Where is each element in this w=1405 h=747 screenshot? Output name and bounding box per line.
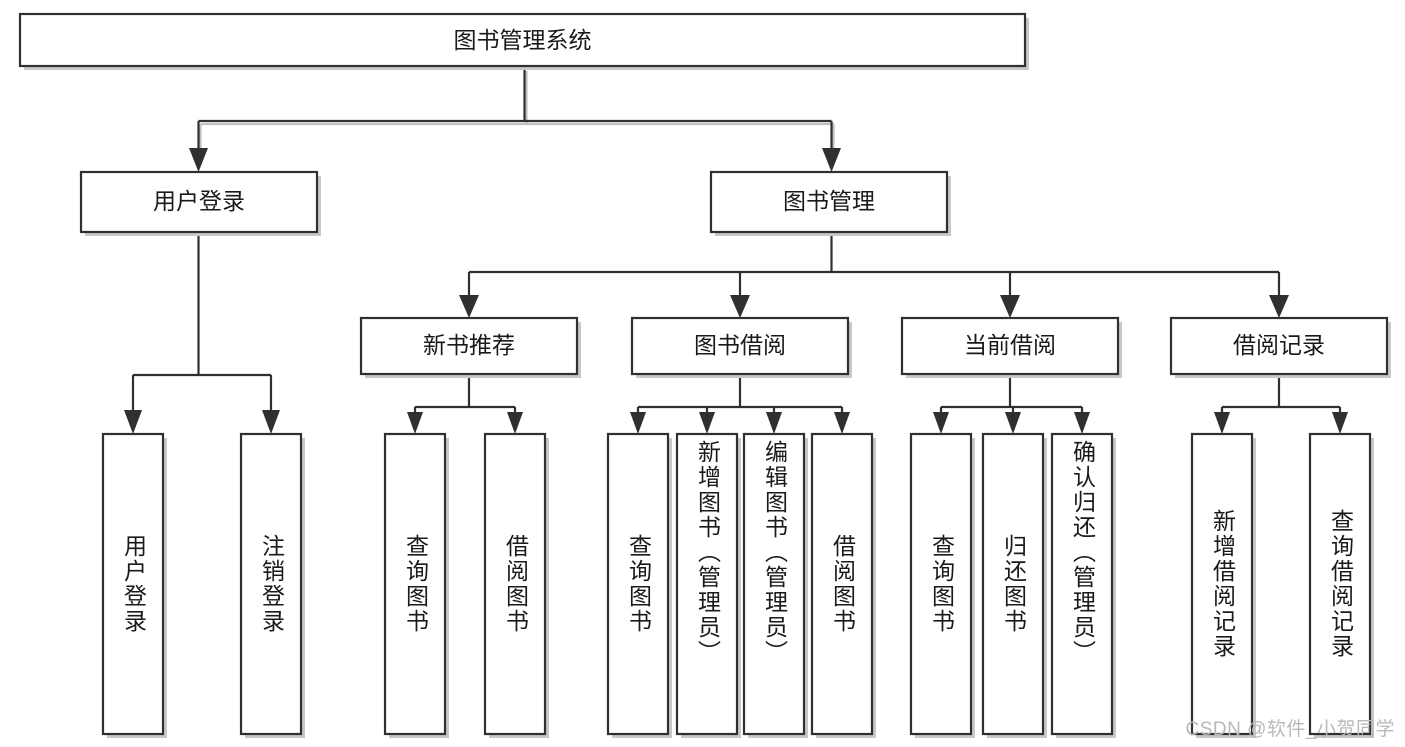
arrow-to-leaf-query-book-current — [933, 412, 949, 434]
connector-root-to-level2 — [189, 68, 841, 172]
arrow-to-new-book-recommend — [459, 295, 479, 318]
arrow-to-leaf-query-book-borrow — [630, 412, 646, 434]
leaf-return-book-box[interactable] — [981, 432, 1045, 736]
connector-bookborrow-to-leaves — [630, 374, 850, 434]
leaf-confirm-return-admin-box[interactable] — [1050, 432, 1114, 736]
arrow-to-leaf-logout — [262, 410, 280, 434]
leaf-query-book-current-box[interactable] — [909, 432, 973, 736]
node-book-management-label: 图书管理 — [783, 188, 875, 214]
csdn-watermark: CSDN @软件_小贺同学 — [1185, 719, 1395, 740]
leaf-query-book-borrow-box[interactable] — [606, 432, 670, 736]
node-borrow-record-box[interactable] — [1169, 316, 1389, 376]
leaf-query-book-recommend-box[interactable] — [383, 432, 447, 736]
connector-currentborrow-to-leaves — [933, 374, 1090, 434]
leaf-borrow-book-recommend-box[interactable] — [483, 432, 547, 736]
arrow-to-book-management — [822, 148, 841, 172]
leaf-borrow-book-box[interactable] — [810, 432, 874, 736]
leaf-logout-box[interactable] — [239, 432, 303, 736]
arrow-to-leaf-edit-book-admin — [766, 412, 782, 434]
arrow-to-borrow-record — [1269, 295, 1289, 318]
node-current-borrow[interactable]: 当前借阅 — [900, 316, 1122, 378]
arrow-to-current-borrow — [1000, 295, 1020, 318]
node-user-login-label: 用户登录 — [153, 188, 245, 214]
node-current-borrow-label: 当前借阅 — [964, 332, 1056, 358]
leaf-user-login-box[interactable] — [101, 432, 165, 736]
connector-layer — [124, 68, 1348, 434]
arrow-to-user-login — [189, 148, 208, 172]
leaf-add-borrow-record-box[interactable] — [1190, 432, 1254, 736]
arrow-to-leaf-borrow-book — [834, 412, 850, 434]
connector-borrowrecord-to-leaves — [1214, 374, 1348, 434]
node-new-book-recommend-label: 新书推荐 — [423, 332, 515, 358]
connector-newbook-to-leaves — [407, 374, 523, 434]
node-current-borrow-box[interactable] — [900, 316, 1120, 376]
node-new-book-recommend-box[interactable] — [359, 316, 579, 376]
leaf-boxes — [101, 432, 1374, 738]
arrow-to-leaf-add-borrow-record — [1214, 412, 1230, 434]
leaf-add-book-admin-box[interactable] — [675, 432, 739, 736]
arrow-to-leaf-user-login — [124, 410, 142, 434]
arrow-to-leaf-query-book-recommend — [407, 412, 423, 434]
node-book-borrow-label: 图书借阅 — [694, 332, 786, 358]
node-root-label: 图书管理系统 — [454, 27, 592, 53]
node-new-book-recommend[interactable]: 新书推荐 — [359, 316, 581, 378]
node-borrow-record[interactable]: 借阅记录 — [1169, 316, 1391, 378]
leaf-query-borrow-record-box[interactable] — [1308, 432, 1372, 736]
connector-bookmgmt-to-level3 — [459, 232, 1289, 318]
arrow-to-leaf-return-book — [1005, 412, 1021, 434]
arrow-to-leaf-borrow-book-recommend — [507, 412, 523, 434]
node-user-login[interactable]: 用户登录 — [79, 170, 321, 236]
arrow-to-book-borrow — [730, 295, 750, 318]
node-borrow-record-label: 借阅记录 — [1233, 332, 1325, 358]
connector-userlogin-to-leaves — [124, 232, 280, 434]
arrow-to-leaf-add-book-admin — [699, 412, 715, 434]
node-book-borrow-box[interactable] — [630, 316, 850, 376]
node-book-management[interactable]: 图书管理 — [709, 170, 951, 236]
node-book-management-box[interactable] — [709, 170, 949, 234]
arrow-to-leaf-query-borrow-record — [1332, 412, 1348, 434]
node-book-borrow[interactable]: 图书借阅 — [630, 316, 852, 378]
node-root[interactable]: 图书管理系统 — [18, 12, 1029, 70]
node-user-login-box[interactable] — [79, 170, 319, 234]
node-layer: 图书管理系统 用户登录 图书管理 新书推荐 — [18, 12, 1391, 738]
arrow-to-leaf-confirm-return-admin — [1074, 412, 1090, 434]
node-root-box[interactable] — [18, 12, 1027, 68]
leaf-edit-book-admin-box[interactable] — [742, 432, 806, 736]
